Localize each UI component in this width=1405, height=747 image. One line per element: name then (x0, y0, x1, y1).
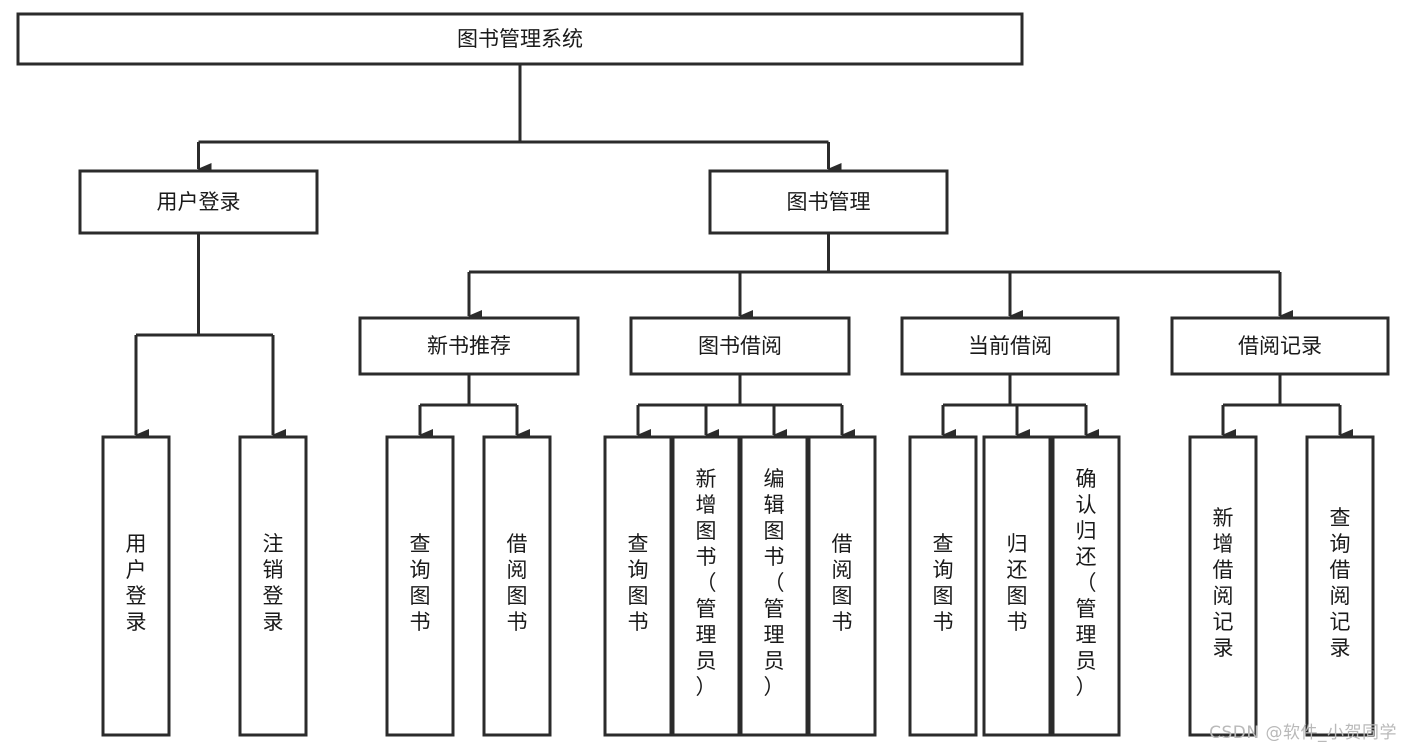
connector-layer (134, 64, 1353, 441)
leaf-box (1305, 435, 1375, 737)
level3-node[interactable]: 当前借阅 (900, 316, 1120, 376)
level2-box (708, 169, 949, 235)
leaf-node[interactable]: 归还图书 (982, 435, 1052, 737)
level3-label: 图书借阅 (698, 334, 782, 358)
root-node[interactable]: 图书管理系统 (16, 12, 1024, 66)
level3-label: 借阅记录 (1238, 334, 1322, 358)
leaf-node[interactable]: 借阅图书 (807, 435, 877, 737)
level3-box (629, 316, 851, 376)
leaf-node[interactable]: 确认归还（管理员） (1051, 435, 1121, 737)
leaf-label: 借阅图书 (507, 532, 528, 634)
leaf-label: 查询借阅记录 (1330, 506, 1351, 660)
leaf-box (739, 435, 809, 737)
leaf-label: 查询图书 (410, 532, 431, 634)
csdn-watermark: CSDN @软件_小贺同学 (1209, 723, 1397, 743)
leaf-box (238, 435, 308, 737)
leaf-node[interactable]: 用户登录 (101, 435, 171, 737)
leaf-label: 归还图书 (1007, 532, 1028, 634)
leaf-label: 编辑图书（管理员） (764, 467, 785, 699)
leaf-box (807, 435, 877, 737)
leaf-label: 查询图书 (933, 532, 954, 634)
root-box (16, 12, 1024, 66)
leaf-box (1051, 435, 1121, 737)
level2-label: 图书管理 (787, 190, 871, 214)
leaf-box (603, 435, 673, 737)
leaf-node[interactable]: 查询图书 (603, 435, 673, 737)
leaf-box (671, 435, 741, 737)
level3-node[interactable]: 借阅记录 (1170, 316, 1390, 376)
leaf-node[interactable]: 查询图书 (385, 435, 455, 737)
level2-box (78, 169, 319, 235)
leaf-node[interactable]: 新增借阅记录 (1188, 435, 1258, 737)
level3-box (1170, 316, 1390, 376)
leaf-label: 注销登录 (263, 532, 284, 634)
leaf-box (1188, 435, 1258, 737)
level3-label: 新书推荐 (427, 334, 511, 358)
leaf-label: 新增图书（管理员） (696, 467, 717, 699)
leaf-box (982, 435, 1052, 737)
leaf-node[interactable]: 查询图书 (908, 435, 978, 737)
leaf-label: 用户登录 (126, 532, 147, 634)
leaf-box (908, 435, 978, 737)
level3-box (900, 316, 1120, 376)
leaf-node[interactable]: 借阅图书 (482, 435, 552, 737)
level3-box (358, 316, 580, 376)
node-layer: 图书管理系统用户登录图书管理新书推荐图书借阅当前借阅借阅记录用户登录注销登录查询… (16, 12, 1390, 737)
level3-node[interactable]: 新书推荐 (358, 316, 580, 376)
leaf-label: 新增借阅记录 (1213, 506, 1234, 660)
level2-node[interactable]: 用户登录 (78, 169, 319, 235)
leaf-node[interactable]: 注销登录 (238, 435, 308, 737)
root-label: 图书管理系统 (457, 27, 583, 51)
level2-node[interactable]: 图书管理 (708, 169, 949, 235)
leaf-node[interactable]: 查询借阅记录 (1305, 435, 1375, 737)
leaf-box (385, 435, 455, 737)
level3-label: 当前借阅 (968, 334, 1052, 358)
leaf-label: 确认归还（管理员） (1076, 467, 1097, 699)
leaf-box (101, 435, 171, 737)
leaf-box (482, 435, 552, 737)
leaf-label: 查询图书 (628, 532, 649, 634)
level2-label: 用户登录 (157, 190, 241, 214)
leaf-label: 借阅图书 (832, 532, 853, 634)
level3-node[interactable]: 图书借阅 (629, 316, 851, 376)
leaf-node[interactable]: 编辑图书（管理员） (739, 435, 809, 737)
leaf-node[interactable]: 新增图书（管理员） (671, 435, 741, 737)
